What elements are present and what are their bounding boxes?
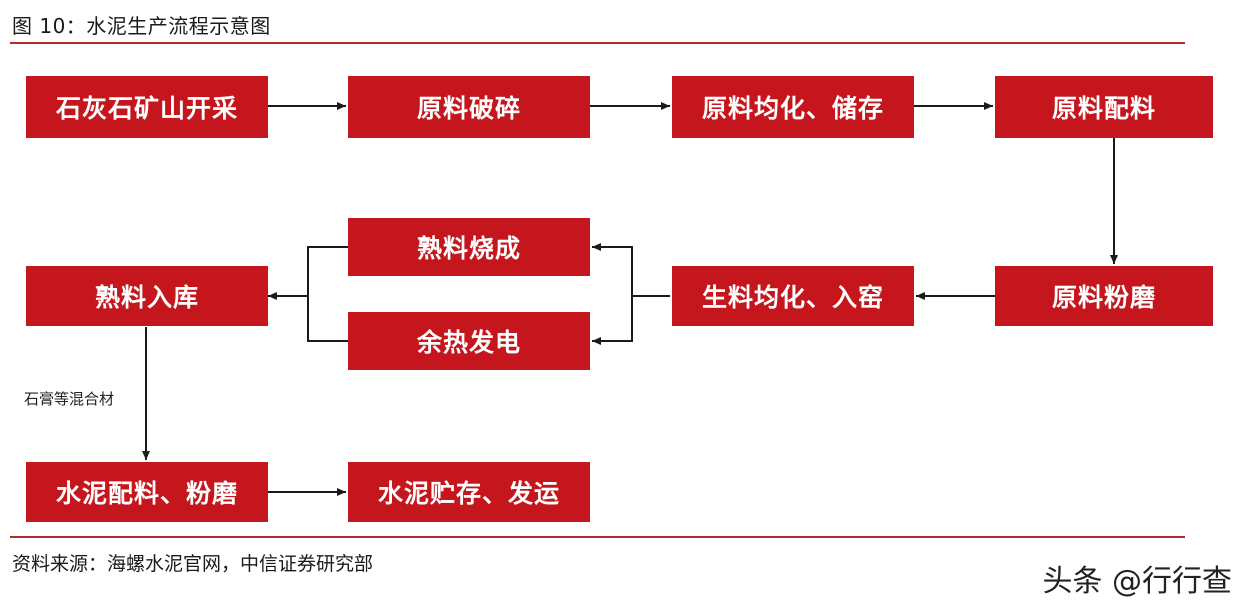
node-crushing: 原料破碎 (348, 76, 590, 138)
arrow-split-to-power (592, 296, 633, 345)
bottom-rule (10, 536, 1185, 538)
arrow-split-to-burning (592, 243, 633, 296)
node-homogenize-store: 原料均化、储存 (672, 76, 914, 138)
top-rule (10, 42, 1185, 44)
node-batching: 原料配料 (995, 76, 1213, 138)
node-clinker-storage: 熟料入库 (26, 266, 268, 326)
edge-label-additives: 石膏等混合材 (24, 390, 115, 408)
node-cement-batching-grinding: 水泥配料、粉磨 (26, 462, 268, 522)
figure-title: 图 10：水泥生产流程示意图 (12, 14, 271, 38)
node-cement-storage-shipping: 水泥贮存、发运 (348, 462, 590, 522)
node-mining: 石灰石矿山开采 (26, 76, 268, 138)
source-note: 资料来源：海螺水泥官网，中信证券研究部 (12, 553, 374, 575)
node-clinker-burning: 熟料烧成 (348, 218, 590, 276)
node-waste-heat-power: 余热发电 (348, 312, 590, 370)
node-rawmeal-kiln: 生料均化、入窑 (672, 266, 914, 326)
node-raw-grinding: 原料粉磨 (995, 266, 1213, 326)
brand-watermark-text: 头条 @行行查 (1042, 564, 1232, 599)
connector-burning-merge (307, 246, 348, 342)
